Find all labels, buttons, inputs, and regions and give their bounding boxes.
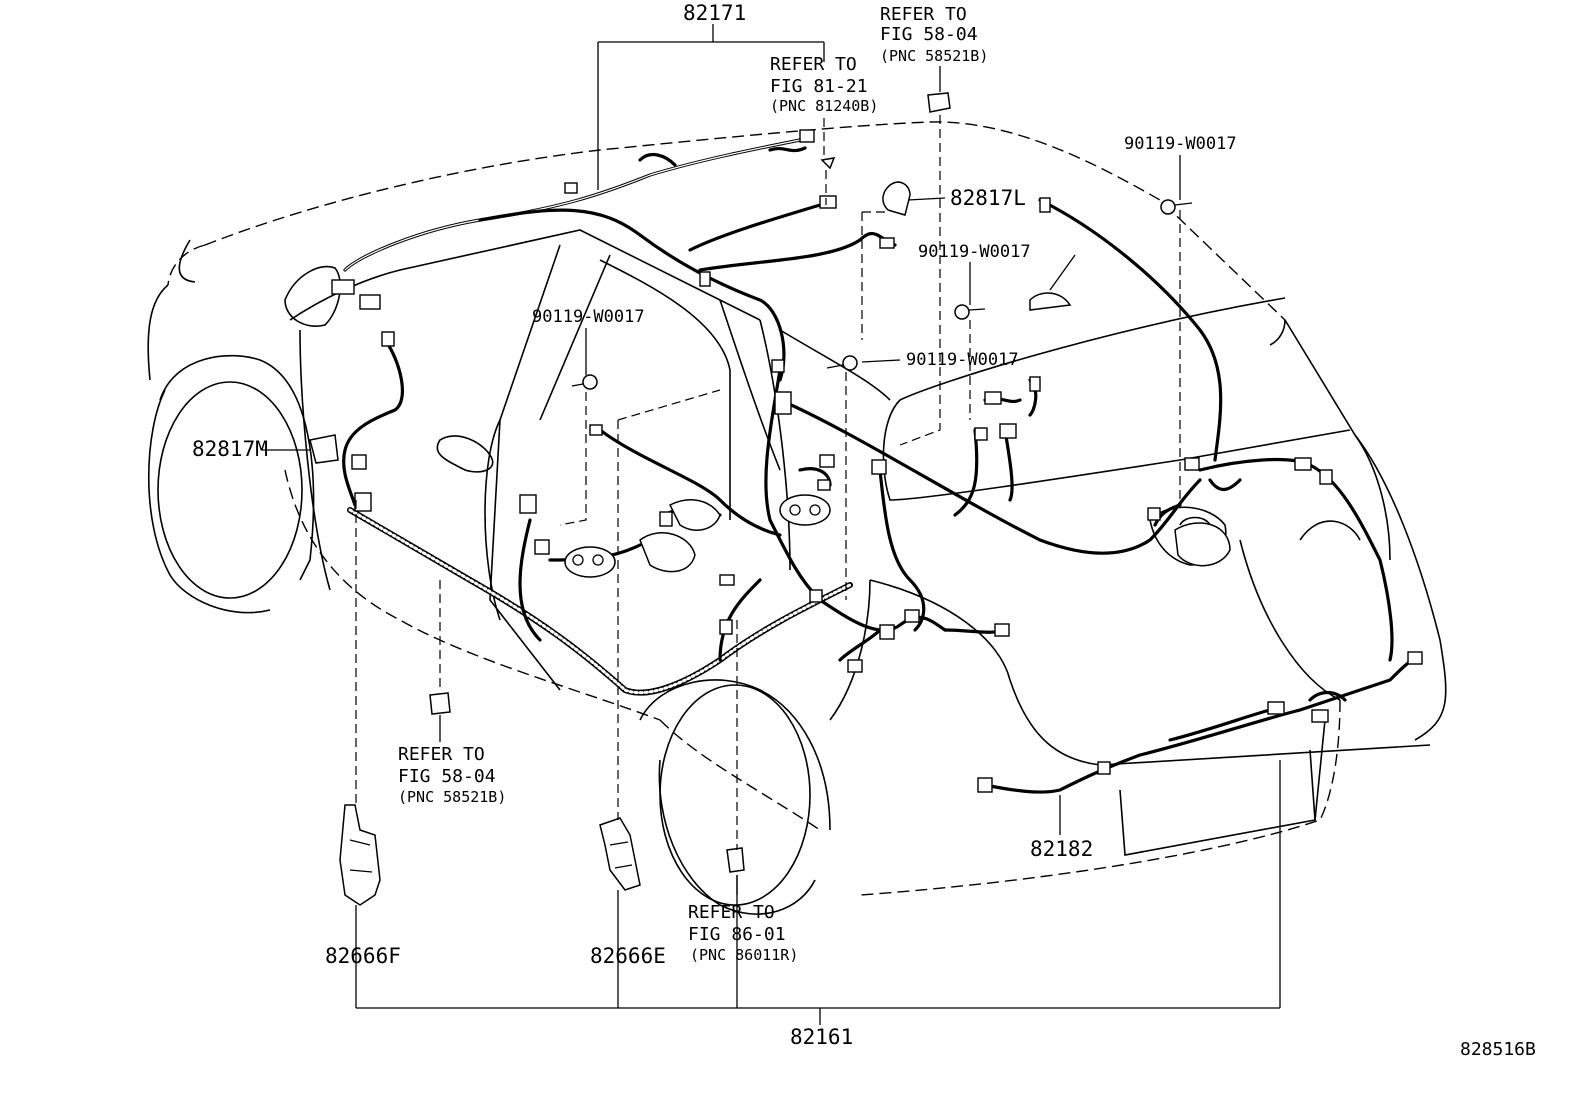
leader-lines xyxy=(262,24,1281,1025)
labels: 82171 REFER TO FIG 81-21 (PNC 81240B) RE… xyxy=(192,1,1536,1060)
ref-81-21-pnc: (PNC 81240B) xyxy=(770,97,878,115)
bolt-icon-top-right xyxy=(1160,199,1193,215)
clip-icon xyxy=(820,157,836,170)
ref-58-04-bottom-pnc: (PNC 58521B) xyxy=(398,788,506,806)
bracket-82666f-icon xyxy=(339,804,381,906)
ref-58-04-bottom-line2: FIG 58-04 xyxy=(398,766,496,787)
ref-58-04-top-pnc: (PNC 58521B) xyxy=(880,47,988,65)
bolt-icon-mid-right xyxy=(954,304,986,320)
label-82817l: 82817L xyxy=(950,186,1026,210)
ref-81-21-line2: FIG 81-21 xyxy=(770,76,868,97)
bolt-icon-center xyxy=(826,355,858,371)
label-bolt-mid-right: 90119-W0017 xyxy=(918,242,1031,262)
protector-82817l-icon xyxy=(882,181,911,216)
car-body-outline xyxy=(147,121,1447,915)
roof-harness-82171 xyxy=(331,129,897,382)
label-82161: 82161 xyxy=(790,1025,853,1049)
ref-58-04-top-line2: FIG 58-04 xyxy=(880,24,978,45)
part-icons xyxy=(309,92,1193,906)
ref-81-21-line1: REFER TO xyxy=(770,54,857,75)
ref-86-01-line2: FIG 86-01 xyxy=(688,924,786,945)
label-bolt-left: 90119-W0017 xyxy=(532,307,645,327)
ref-86-01-pnc: (PNC 86011R) xyxy=(690,946,798,964)
rear-harness-82182 xyxy=(977,651,1423,794)
label-bolt-center: 90119-W0017 xyxy=(906,350,1019,370)
ref-58-04-bottom-line1: REFER TO xyxy=(398,744,485,765)
label-82666f: 82666F xyxy=(325,944,401,968)
label-82182: 82182 xyxy=(1030,837,1093,861)
floor-harness-82161 xyxy=(342,197,1394,696)
ref-86-01-line1: REFER TO xyxy=(688,902,775,923)
protector-82817m-icon xyxy=(309,434,339,464)
ref-58-04-top-line1: REFER TO xyxy=(880,4,967,25)
label-82171: 82171 xyxy=(683,1,746,25)
label-82666e: 82666E xyxy=(590,944,666,968)
label-bolt-top-right: 90119-W0017 xyxy=(1124,134,1237,154)
bracket-82666e-icon xyxy=(599,817,641,891)
antenna-icon xyxy=(1029,292,1072,311)
label-82817m: 82817M xyxy=(192,437,268,461)
clip-86-01-icon xyxy=(726,847,745,873)
sensor-bottom-icon xyxy=(429,692,451,715)
bolt-icon-left xyxy=(571,374,598,390)
illustration-code: 828516B xyxy=(1460,1039,1536,1060)
sensor-top-icon xyxy=(927,92,951,113)
